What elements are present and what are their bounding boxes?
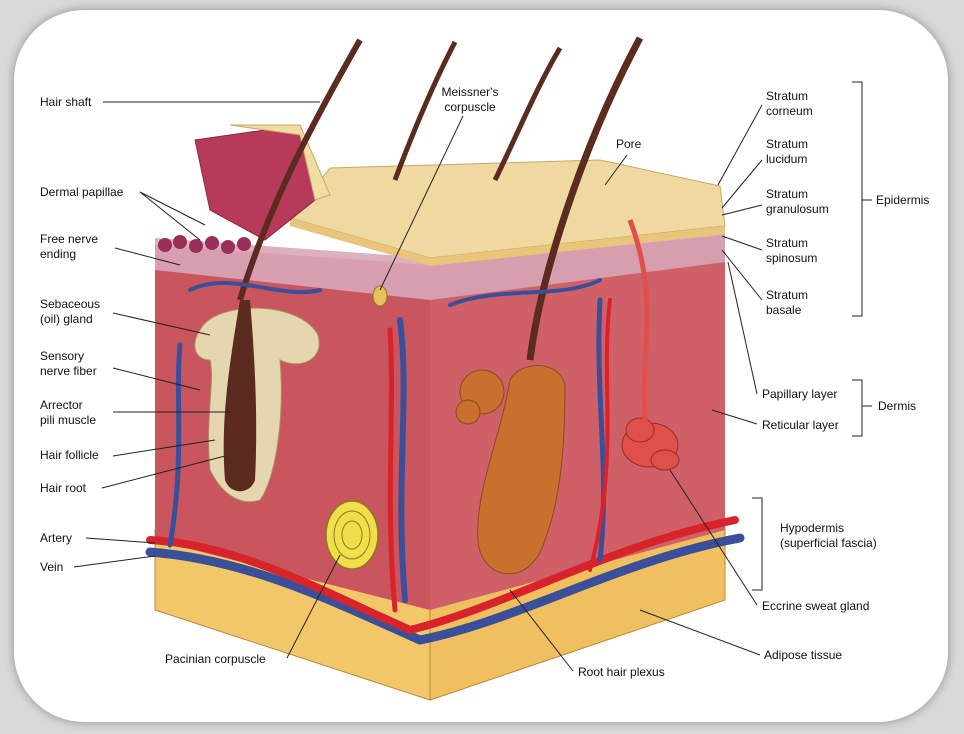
blood-vessels <box>145 278 745 645</box>
label-arrector-pili: Arrector pili muscle <box>40 398 97 427</box>
epidermis-left-band <box>155 238 430 300</box>
label-epidermis: Epidermis <box>876 193 930 207</box>
label-stratum-spinosum: Stratum spinosum <box>766 236 818 265</box>
eccrine-sweat-gland-shape <box>621 417 680 471</box>
label-dermal-papillae: Dermal papillae <box>40 185 124 199</box>
stratum-corneum-band <box>290 218 725 266</box>
label-artery: Artery <box>40 531 73 545</box>
label-pacinian-corpuscle: Pacinian corpuscle <box>165 652 266 666</box>
label-stratum-granulosum: Stratum granulosum <box>766 187 829 216</box>
label-dermis: Dermis <box>878 399 916 413</box>
label-meissners-corpuscle: Meissner's corpuscle <box>441 85 499 114</box>
label-reticular-layer: Reticular layer <box>762 418 839 432</box>
hair-shaft-right <box>526 36 644 361</box>
label-sensory-nerve-fiber: Sensory nerve fiber <box>40 349 97 378</box>
label-vein: Vein <box>40 560 64 574</box>
meissners-corpuscle-shape <box>372 285 388 307</box>
bracket-lines <box>752 81 872 591</box>
label-hair-shaft: Hair shaft <box>40 95 92 109</box>
label-pore: Pore <box>616 137 642 151</box>
label-adipose-tissue: Adipose tissue <box>764 648 843 662</box>
dermal-papillae-bumps <box>158 235 251 254</box>
label-stratum-lucidum: Stratum lucidum <box>766 137 809 166</box>
hair-shaft-left <box>237 38 363 301</box>
label-hair-root: Hair root <box>40 481 87 495</box>
epidermis-right-band <box>430 226 725 300</box>
hair-follicle-right <box>477 365 566 575</box>
label-hair-follicle: Hair follicle <box>40 448 99 462</box>
label-papillary-layer: Papillary layer <box>762 387 838 401</box>
label-free-nerve-ending: Free nerve ending <box>40 232 99 261</box>
label-stratum-basale: Stratum basale <box>766 288 809 317</box>
label-root-hair-plexus: Root hair plexus <box>578 665 665 679</box>
hair-follicle-left <box>223 300 257 492</box>
label-stratum-corneum: Stratum corneum <box>766 89 813 118</box>
label-eccrine-sweat-gland: Eccrine sweat gland <box>762 599 870 613</box>
label-sebaceous-gland: Sebaceous (oil) gland <box>40 297 101 326</box>
leader-lines <box>73 101 763 672</box>
label-hypodermis: Hypodermis (superficial fascia) <box>780 521 877 550</box>
